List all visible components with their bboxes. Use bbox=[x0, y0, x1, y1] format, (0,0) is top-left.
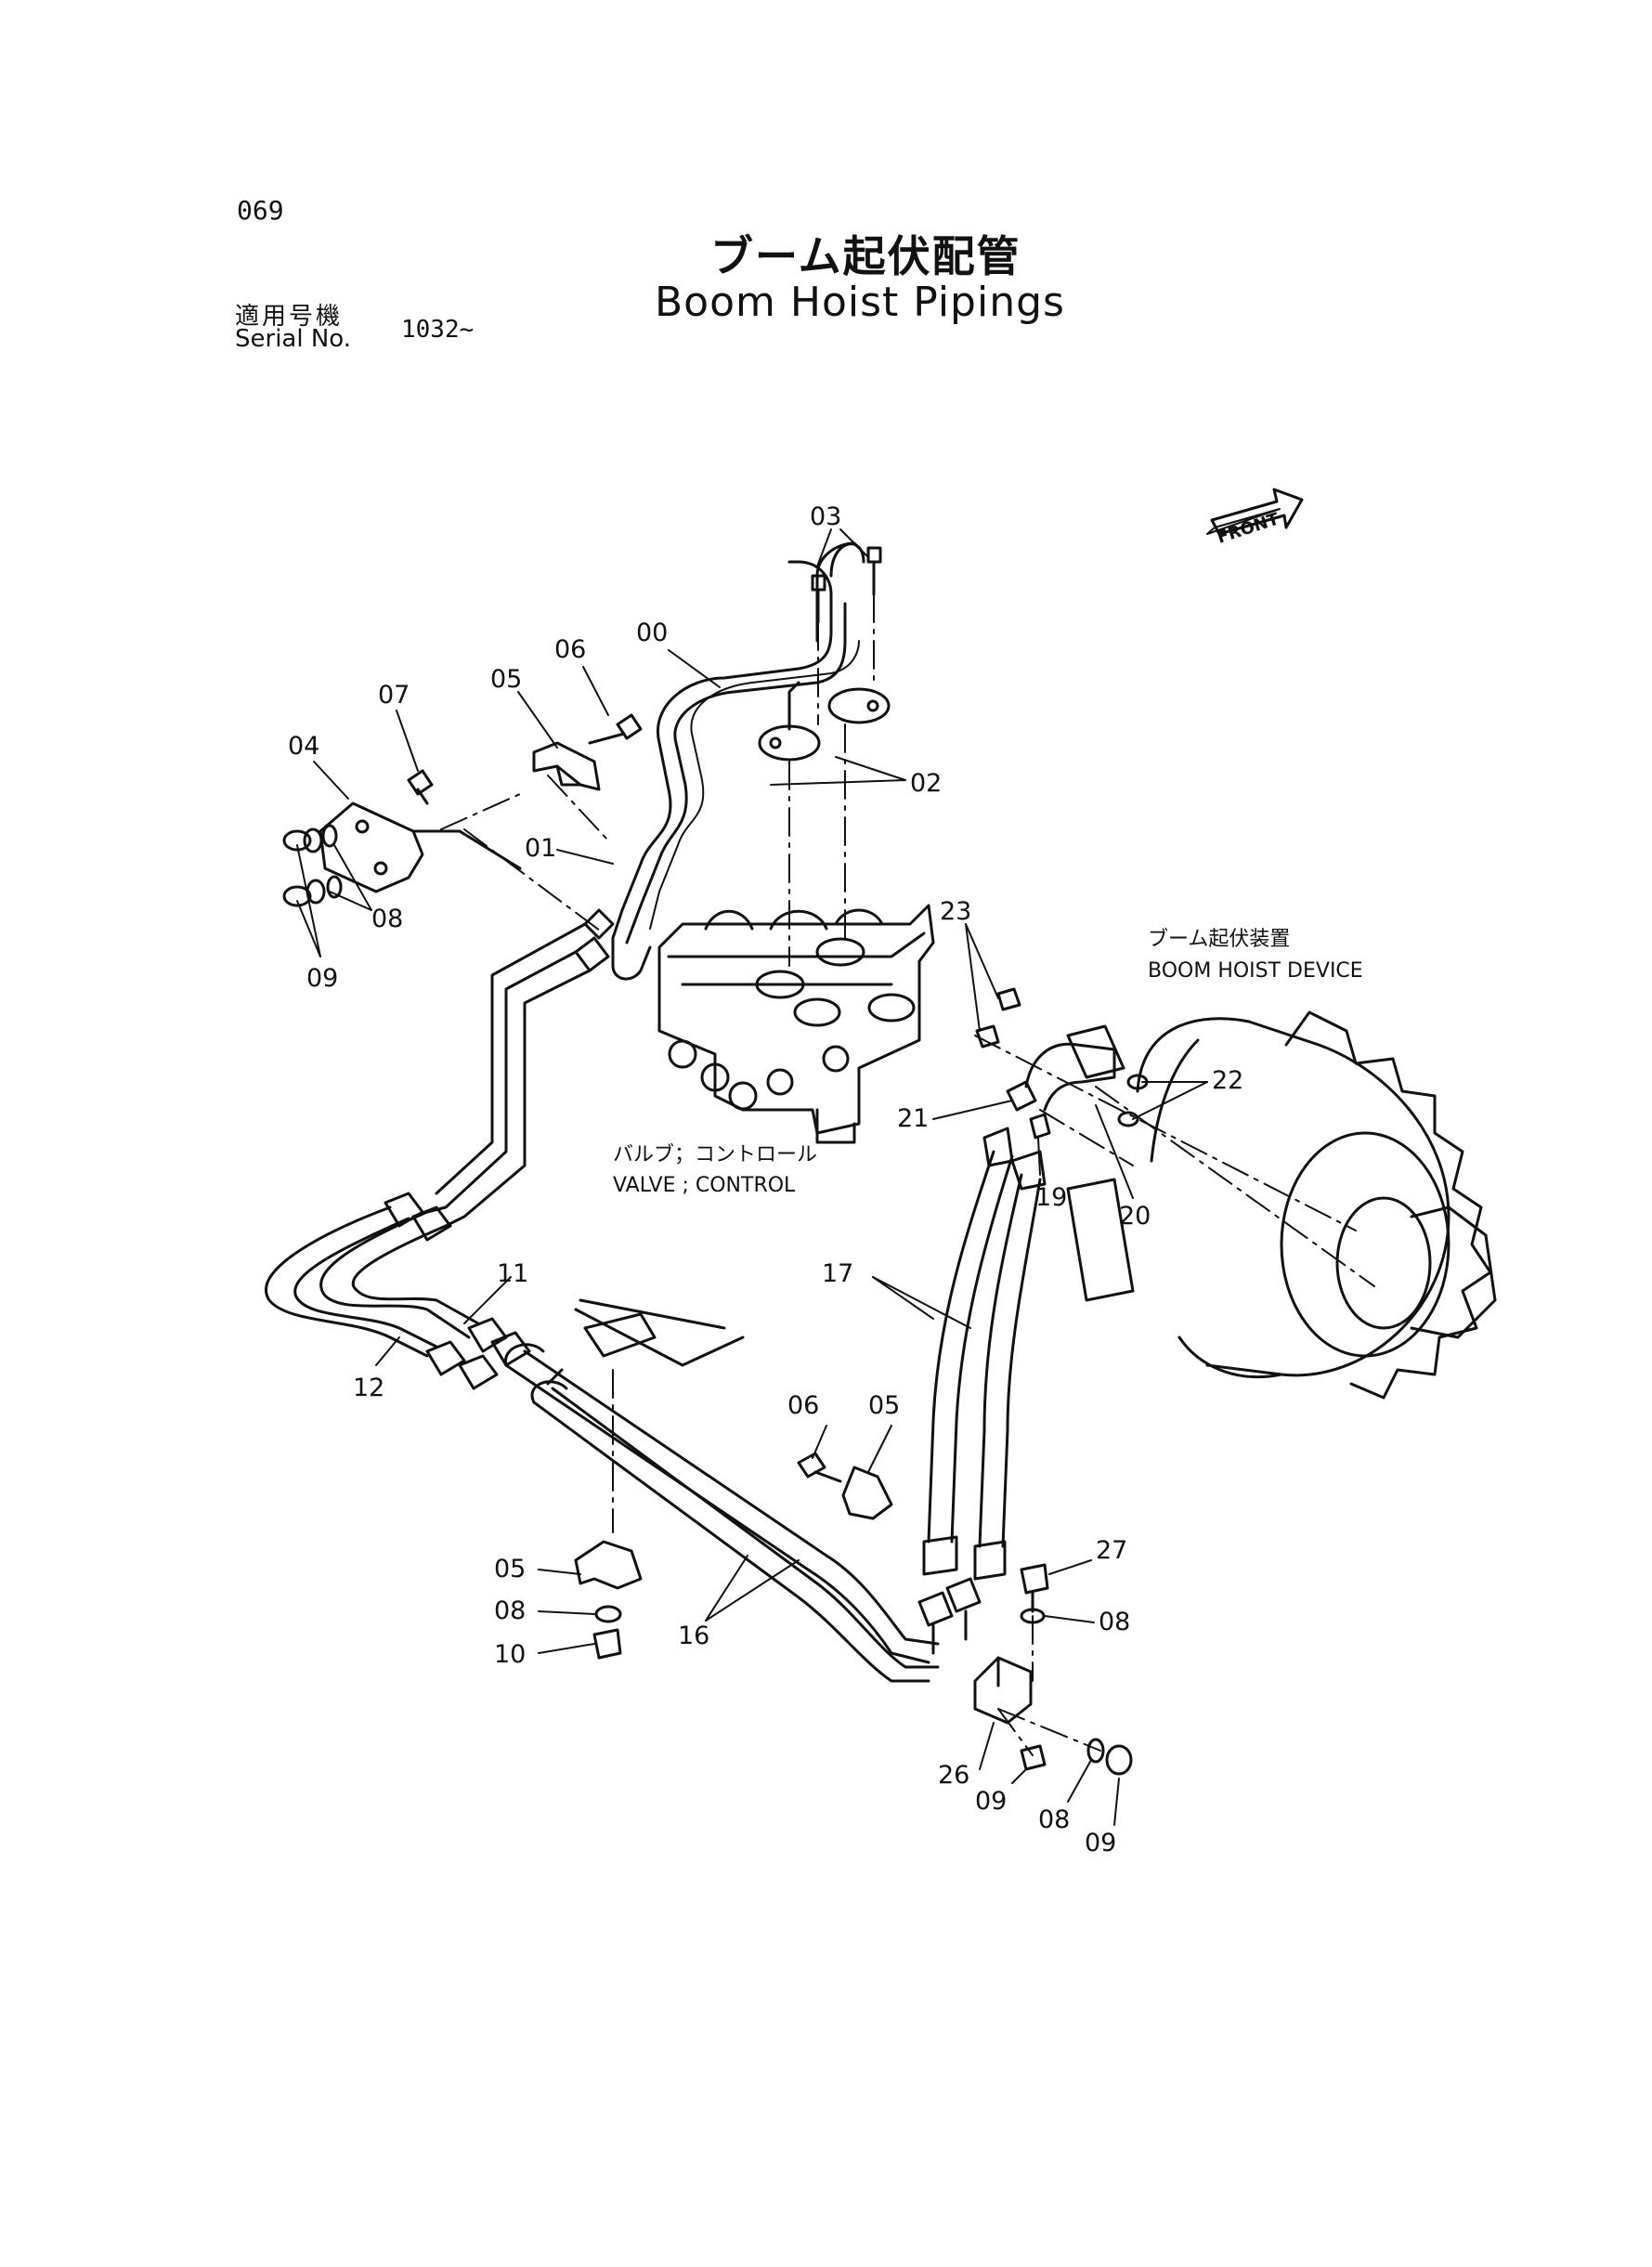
callout-10: 10 bbox=[494, 1640, 526, 1669]
front-arrow-icon bbox=[1206, 488, 1304, 536]
callout-06: 06 bbox=[554, 635, 586, 664]
hose-fitting bbox=[922, 1127, 1047, 1581]
callout-20: 20 bbox=[1119, 1202, 1151, 1231]
bracket-26 bbox=[973, 1656, 1033, 1725]
serial-label-jp: 適用号機 bbox=[235, 303, 344, 331]
hose-12 bbox=[265, 1205, 438, 1358]
bracket bbox=[574, 1298, 745, 1367]
flange-20 bbox=[1024, 1024, 1125, 1112]
bolt-03 bbox=[811, 546, 882, 624]
control-valve bbox=[657, 904, 935, 1144]
pipe-00 bbox=[611, 541, 865, 945]
callout-01: 01 bbox=[525, 834, 556, 863]
nut-09 bbox=[1020, 1744, 1133, 1776]
bolt-10 bbox=[592, 1628, 622, 1660]
bolt-27 bbox=[1020, 1563, 1049, 1613]
callout-16: 16 bbox=[678, 1622, 709, 1650]
nut-09 bbox=[282, 824, 343, 907]
callout-09-right: 09 bbox=[1085, 1829, 1116, 1857]
callout-12: 12 bbox=[353, 1374, 384, 1402]
callout-11: 11 bbox=[497, 1259, 528, 1288]
callout-07: 07 bbox=[378, 681, 410, 710]
callout-17: 17 bbox=[822, 1259, 853, 1288]
callout-21: 21 bbox=[897, 1104, 929, 1133]
serial-label-en: Serial No. bbox=[235, 325, 351, 353]
callout-02: 02 bbox=[910, 769, 942, 798]
callout-00: 00 bbox=[636, 619, 668, 647]
callout-08-lower: 08 bbox=[1038, 1805, 1070, 1834]
callout-09-lower: 09 bbox=[975, 1787, 1007, 1816]
hose-17 bbox=[927, 1150, 1042, 1548]
bolt-07 bbox=[407, 769, 434, 805]
page-title-en: Boom Hoist Pipings bbox=[655, 279, 1065, 326]
callout-04: 04 bbox=[288, 732, 319, 761]
fitting-19 bbox=[1029, 1113, 1051, 1140]
serial-value: 1032~ bbox=[401, 316, 475, 344]
callout-08-right: 08 bbox=[1099, 1608, 1130, 1636]
callout-06-lower: 06 bbox=[787, 1391, 819, 1420]
centerline bbox=[440, 593, 1375, 1756]
callout-08: 08 bbox=[371, 905, 403, 933]
clamp-05 bbox=[532, 741, 601, 791]
callout-05-left: 05 bbox=[494, 1555, 526, 1583]
page-title-jp: ブーム起伏配管 bbox=[710, 231, 1021, 281]
page-number: 069 bbox=[237, 195, 284, 226]
valve-label-jp: バルブ；コントロール bbox=[613, 1143, 817, 1166]
callout-05-lower: 05 bbox=[868, 1391, 900, 1420]
callout-27: 27 bbox=[1096, 1536, 1127, 1565]
washer-08 bbox=[1020, 1608, 1105, 1764]
leader-lines bbox=[296, 528, 1208, 1826]
callout-05: 05 bbox=[490, 665, 522, 694]
boom-hoist-device bbox=[1066, 1010, 1497, 1400]
pipe-16 bbox=[504, 1349, 940, 1683]
callout-03: 03 bbox=[810, 502, 841, 531]
callout-26: 26 bbox=[938, 1761, 969, 1790]
flange bbox=[758, 681, 891, 762]
hose-11 bbox=[319, 1210, 480, 1339]
pipe-01 bbox=[425, 922, 592, 1228]
hose-fitting bbox=[384, 1192, 531, 1390]
callout-23: 23 bbox=[940, 897, 971, 926]
callout-22: 22 bbox=[1212, 1066, 1243, 1095]
pipe-socket bbox=[504, 1343, 982, 1655]
bolt-23 bbox=[975, 987, 1021, 1049]
bolt-06 bbox=[588, 713, 643, 745]
elbow-fitting bbox=[574, 908, 652, 981]
plate-04 bbox=[319, 801, 522, 893]
fitting-21 bbox=[1006, 1080, 1037, 1112]
callout-19: 19 bbox=[1035, 1183, 1067, 1212]
device-label-jp: ブーム起伏装置 bbox=[1148, 928, 1290, 951]
clamp-05 bbox=[574, 1540, 643, 1590]
washer-08 bbox=[594, 1605, 622, 1623]
clamp-05 bbox=[841, 1466, 893, 1520]
valve-label-en: VALVE ; CONTROL bbox=[613, 1174, 796, 1197]
callout-09: 09 bbox=[306, 964, 338, 993]
bolt-06 bbox=[797, 1452, 842, 1483]
callout-08-left: 08 bbox=[494, 1596, 526, 1625]
device-label-en: BOOM HOIST DEVICE bbox=[1148, 959, 1363, 983]
